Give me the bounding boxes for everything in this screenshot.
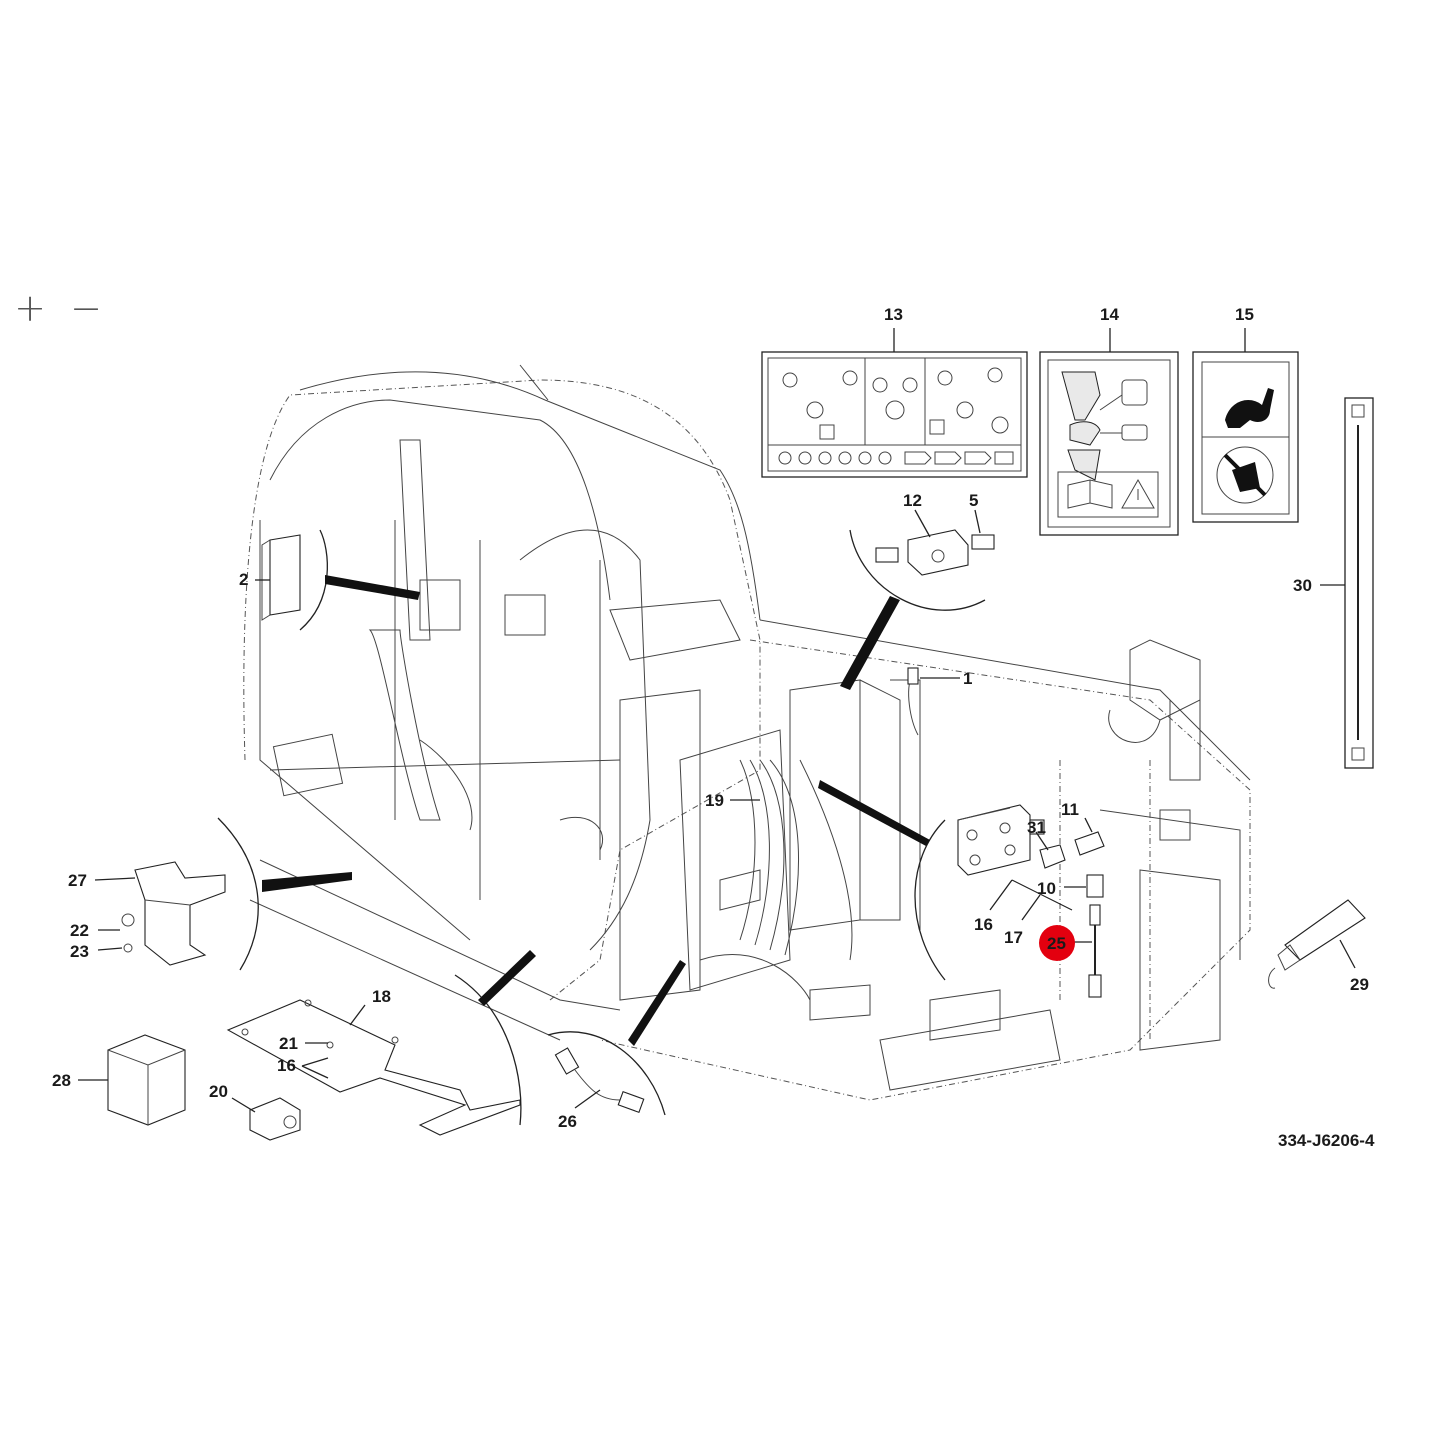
- callout-13[interactable]: 13: [884, 305, 903, 324]
- zoom-circle-valve: [818, 780, 1105, 998]
- part-29-tube: [1268, 899, 1366, 989]
- callout-5[interactable]: 5: [969, 491, 978, 510]
- callout-20[interactable]: 20: [209, 1082, 228, 1101]
- callout-15[interactable]: 15: [1235, 305, 1254, 324]
- callout-21[interactable]: 21: [279, 1034, 298, 1053]
- highlight-marker[interactable]: [1039, 925, 1075, 961]
- zoom-out-button[interactable]: −: [70, 286, 102, 330]
- callout-30[interactable]: 30: [1293, 576, 1312, 595]
- zoom-circle-items-12-5: [840, 509, 995, 690]
- decal-13: [761, 328, 1028, 478]
- machine-frame: [599, 619, 1251, 1101]
- callout-31[interactable]: 31: [1027, 818, 1046, 837]
- callout-16a[interactable]: 16: [974, 915, 993, 934]
- decal-14: [1039, 328, 1179, 536]
- callout-22[interactable]: 22: [70, 921, 89, 940]
- callout-18[interactable]: 18: [372, 987, 391, 1006]
- callout-28[interactable]: 28: [52, 1071, 71, 1090]
- reference-code: 334-J6206-4: [1278, 1131, 1375, 1150]
- zoom-circle-cable: [547, 960, 686, 1116]
- callout-1[interactable]: 1: [963, 669, 972, 688]
- callout-2[interactable]: 2: [239, 570, 248, 589]
- part-28-relay: [78, 1034, 186, 1126]
- callout-17[interactable]: 17: [1004, 928, 1023, 947]
- callout-27[interactable]: 27: [68, 871, 87, 890]
- callout-23[interactable]: 23: [70, 942, 89, 961]
- callout-19[interactable]: 19: [705, 791, 724, 810]
- control-box: [619, 679, 921, 1001]
- zoom-in-button[interactable]: +: [14, 286, 46, 330]
- part-30-strip: [1320, 397, 1374, 769]
- callout-14[interactable]: 14: [1100, 305, 1119, 324]
- part-20-connector: [231, 1097, 301, 1141]
- part-1-sensor: [907, 667, 960, 736]
- callout-29[interactable]: 29: [1350, 975, 1369, 994]
- callout-25[interactable]: 25: [1047, 934, 1066, 953]
- callout-12[interactable]: 12: [903, 491, 922, 510]
- zoom-circle-item-2: [255, 529, 420, 631]
- cab: [243, 364, 761, 1041]
- callout-16b[interactable]: 16: [277, 1056, 296, 1075]
- zoom-circle-bracket: [94, 817, 352, 971]
- decal-15: [1192, 328, 1299, 523]
- callout-10[interactable]: 10: [1037, 879, 1056, 898]
- callout-26[interactable]: 26: [558, 1112, 577, 1131]
- zoom-circle-plate: [226, 950, 536, 1136]
- callout-11[interactable]: 11: [1061, 800, 1079, 819]
